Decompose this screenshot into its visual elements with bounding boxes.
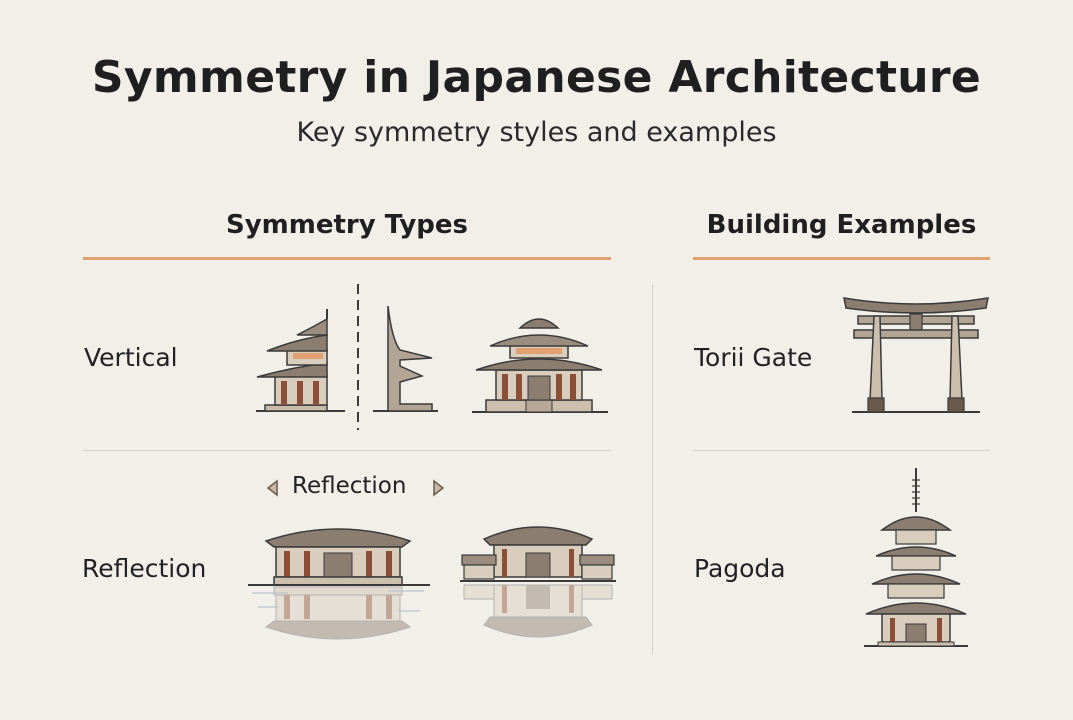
full-temple-illustration [472,318,608,413]
left-row-divider [83,450,611,451]
row-label-pagoda: Pagoda [694,554,786,583]
arrow-right-icon [433,479,445,497]
row-label-torii-gate: Torii Gate [694,343,813,372]
pagoda-illustration [864,468,968,647]
building-examples-rule [693,257,990,260]
row-label-reflection: Reflection [82,554,207,583]
reflection-building-2-illustration [460,526,616,638]
symmetry-types-heading: Symmetry Types [225,210,469,240]
symmetry-axis-line [357,284,359,430]
row-label-vertical: Vertical [84,343,178,372]
page-title: Symmetry in Japanese Architecture [91,52,982,103]
half-pagoda-right-illustration [373,305,438,412]
right-row-divider [693,450,990,451]
reflection-building-1-illustration [248,528,430,640]
reflection-caption: Reflection [292,473,407,499]
building-examples-heading: Building Examples [706,210,977,240]
column-divider [652,285,653,655]
half-pagoda-left-illustration [256,309,345,412]
arrow-left-icon [266,479,278,497]
torii-gate-illustration [843,297,989,413]
symmetry-types-rule [83,257,611,260]
page-subtitle: Key symmetry styles and examples [296,117,777,148]
